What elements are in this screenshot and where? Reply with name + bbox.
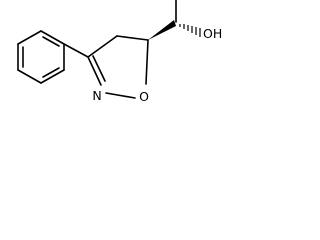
ring-double-bond-b [42, 67, 60, 78]
benzene-ring [17, 30, 65, 84]
o-n-bond [105, 92, 136, 99]
c4-c5-bond [116, 35, 149, 41]
ring-bond-6 [17, 30, 42, 45]
stereo-hash-bond [179, 24, 201, 37]
stereo-wedge-bond [148, 20, 176, 40]
c5-o-bond [145, 39, 149, 85]
hydroxyl-label: OH [203, 26, 222, 41]
isoxazoline-ring [87, 35, 149, 99]
phenyl-c3-bond [63, 43, 89, 58]
chemical-structure: N O OH [17, 0, 222, 104]
oxygen-label: O [139, 89, 149, 104]
ring-bond-3 [40, 69, 65, 84]
ring-double-bond-a [42, 36, 60, 47]
c3-n-bond [87, 56, 102, 86]
ring-bond-4 [17, 69, 42, 84]
ring-bond-1 [40, 30, 65, 45]
c3-n-double-bond [92, 55, 106, 82]
c3-c4-bond [87, 35, 118, 58]
nitrogen-label: N [92, 88, 101, 103]
